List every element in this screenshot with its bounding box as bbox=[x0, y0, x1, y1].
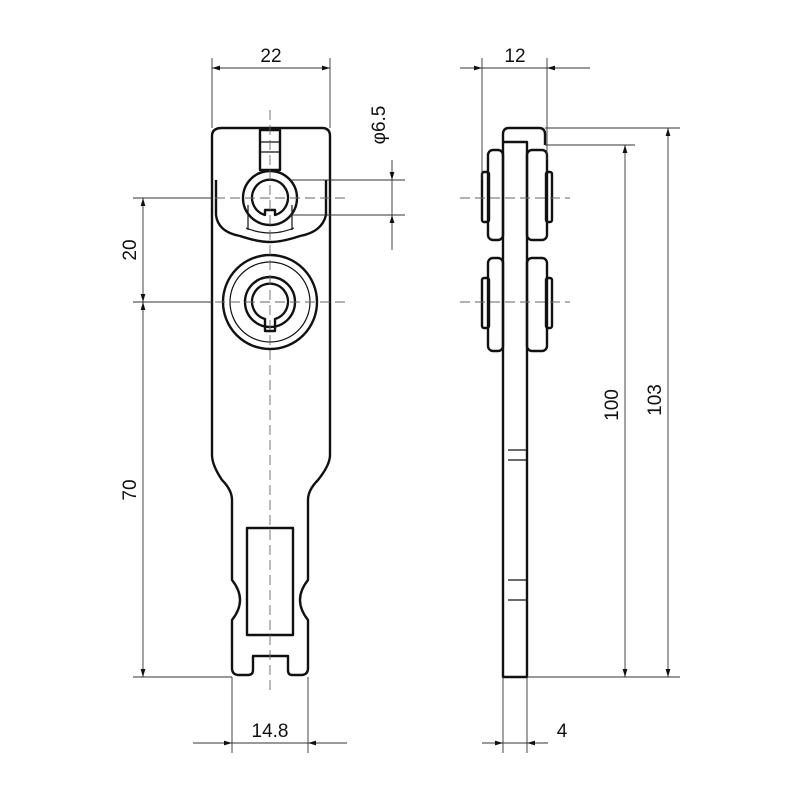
dim-length-103: 103 bbox=[645, 384, 666, 416]
side-view bbox=[460, 126, 570, 679]
dim-hole-diameter: φ6.5 bbox=[369, 106, 390, 145]
dim-width-22: 22 bbox=[260, 46, 281, 67]
dim-length-70: 70 bbox=[120, 479, 141, 500]
side-cap bbox=[501, 126, 547, 145]
dim-length-100: 100 bbox=[602, 389, 623, 421]
lower-roller-left bbox=[486, 256, 505, 353]
dimensions: 22 12 φ6.5 20 70 100 103 bbox=[120, 46, 680, 753]
dim-plate-thickness-4: 4 bbox=[557, 721, 568, 742]
upper-cap bbox=[214, 180, 328, 244]
upper-hole bbox=[250, 178, 290, 217]
side-plate bbox=[501, 140, 529, 679]
dim-hole-spacing-20: 20 bbox=[120, 239, 141, 260]
front-view bbox=[200, 110, 350, 690]
dim-neck-width-14-8: 14.8 bbox=[252, 721, 289, 742]
lower-roller-right bbox=[525, 256, 549, 353]
upper-roller-left bbox=[486, 148, 505, 242]
lower-hole bbox=[250, 282, 290, 333]
upper-roller-right bbox=[525, 148, 549, 242]
part-outline bbox=[210, 126, 332, 677]
dim-thickness-12: 12 bbox=[504, 46, 525, 67]
